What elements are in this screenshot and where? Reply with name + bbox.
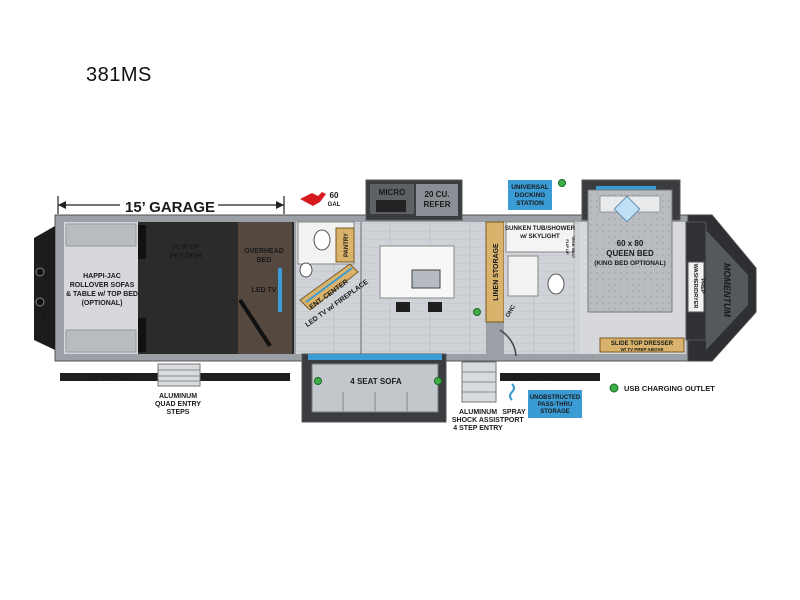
garage-dimension: 15’ GARAGE [57,196,285,216]
rollover-sofa-top [65,223,137,247]
spray-port-label-1: SPRAY [502,409,526,416]
refrigerator-box [416,184,458,216]
flip-seat-label-2: TEAK SEAT [571,236,576,259]
washer-dryer-label: WASHER/DRYER [692,264,698,309]
dresser-label: SLIDE TOP DRESSER [611,341,674,347]
sofa-arm-top [138,225,146,259]
pass-thru-label-3: STORAGE [540,409,570,415]
pass-thru-callout: UNOBSTRUCTED PASS-THRU STORAGE [528,390,582,418]
usb-legend-label: USB CHARGING OUTLET [624,384,715,393]
pantry [335,227,355,263]
quad-steps-label-3: STEPS [167,409,190,416]
usb-legend-icon [609,383,619,393]
fuel-capacity-unit: GAL [328,202,341,208]
quad-steps-label-1: ALUMINUM [159,393,197,400]
spray-port: SPRAY PORT [502,383,526,424]
overhead-bed-label-1: OVERHEAD [244,248,284,255]
washer-dryer-prep [687,261,705,313]
kitchen-sink [411,269,441,289]
pet-dish-label-1: FLIP UP [173,244,200,251]
quad-steps-label-2: QUAD ENTRY [155,401,201,408]
bedroom-window [596,186,656,190]
docking-label-2: DOCKING [515,192,546,199]
rear-awning-label: 18’ AWNING [518,375,558,382]
spray-port-icon [509,383,515,401]
shock-steps-label-1: ALUMINUM [459,409,497,416]
usb-outlet-linen [473,308,481,316]
pass-thru-label-2: PASS-THRU [538,402,573,408]
sofas-label-3: & TABLE w/ TOP BED [66,291,138,298]
bar-stool-2 [428,302,442,312]
rollover-sofa-bottom [65,329,137,353]
shock-steps-label-2: SHOCK ASSIST [452,417,505,424]
fuel-station: 60 GAL [300,191,341,208]
slide-top-dresser [599,337,685,353]
bed-option-label: (KING BED OPTIONAL) [594,260,666,267]
sofas-label-1: HAPPI-JAC [83,273,121,280]
flip-seat-label-1: FLIP UP [565,239,570,255]
quad-entry-steps: ALUMINUM QUAD ENTRY STEPS [155,363,201,416]
bathroom-vanity [507,255,539,297]
front-awning-label: 14’ AWNING [90,375,130,382]
bed-type-label: QUEEN BED [606,249,654,258]
sunken-tub [505,221,575,253]
tub-label: SUNKEN TUB/SHOWER [505,225,576,232]
spray-port-label-2: PORT [504,417,524,424]
rear-awning-bar [500,373,600,381]
ramp-door [34,226,55,350]
garage-tv-label: LED TV [252,287,277,294]
four-seat-sofa [311,363,439,413]
garage-led-tv [278,268,282,312]
legend: USB CHARGING OUTLET [609,383,715,393]
tub-skylight-label: w/ SKYLIGHT [519,233,560,240]
refrigerator-label: REFER [423,200,450,209]
sofa-slideout-window [308,354,442,360]
dresser-tv-label: W/ TV PREP ABOVE [620,347,663,352]
usb-outlet-sofa-right [434,377,442,385]
shock-assist-steps: ALUMINUM SHOCK ASSIST 4 STEP ENTRY [452,361,505,432]
docking-label-3: STATION [516,200,544,207]
sofas-label-2: ROLLOVER SOFAS [70,282,135,289]
bed-size-label: 60 x 80 [617,239,644,248]
overhead-bed-label-2: BED [257,257,272,264]
fuel-nozzle-icon [300,192,326,206]
bar-stool-1 [396,302,410,312]
garage-length-label: 15’ GARAGE [125,199,215,216]
toilet-icon [299,262,313,278]
front-cap-inner [706,230,748,350]
sofas-label-4: (OPTIONAL) [82,300,123,307]
sofa-arm-bottom [138,318,146,352]
linen-storage-label: LINEN STORAGE [493,243,500,301]
overhead-bed [238,222,292,354]
washer-dryer-prep-label: PREP [699,279,705,294]
sofa-label: 4 SEAT SOFA [350,377,402,386]
page-title: 381MS [86,64,152,86]
refrigerator-size-label: 20 CU. [425,190,450,199]
docking-label-1: UNIVERSAL [511,184,549,191]
usb-outlet-sofa-left [314,377,322,385]
docking-station-callout: UNIVERSAL DOCKING STATION [508,179,566,210]
accent-pillow [613,195,641,223]
pantry-label: PANTRY [344,233,350,257]
bathroom-toilet-icon [547,273,565,295]
pet-dish-label-2: PET DISH [170,253,202,260]
fuel-capacity-number: 60 [330,191,339,200]
usb-outlet-docking [558,179,566,187]
microwave-label: MICRO [379,188,406,197]
ramp-door-label: RAMP DOOR / PATIO [42,261,49,331]
shock-steps-label-3: 4 STEP ENTRY [453,425,503,432]
brand-logo-text: MOMENTUM [722,263,732,317]
pass-thru-label-1: UNOBSTRUCTED [530,395,581,401]
